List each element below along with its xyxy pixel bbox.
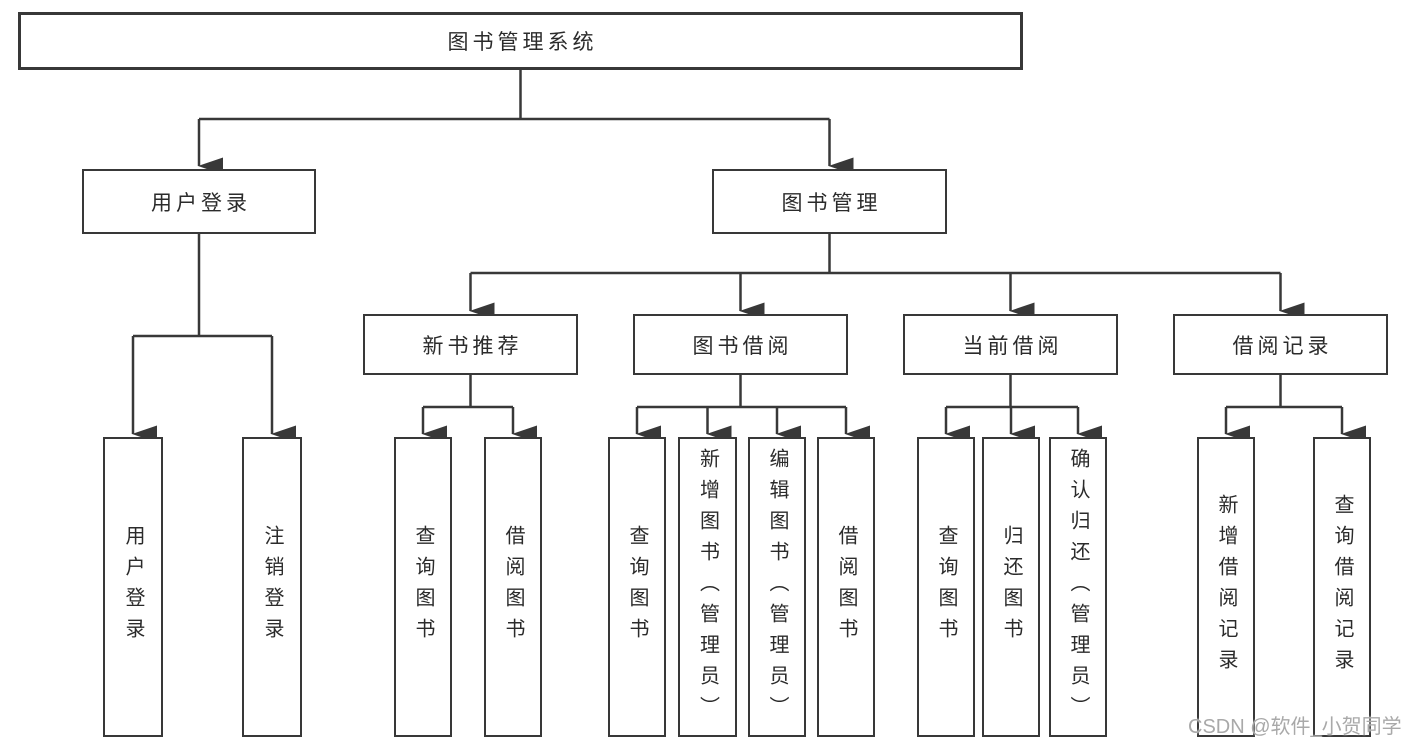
leaf-borrow-books-recommend: 借阅图书 <box>484 437 542 737</box>
node-borrowing-records: 借阅记录 <box>1173 314 1388 375</box>
leaf-query-borrow-record: 查询借阅记录 <box>1313 437 1371 737</box>
node-user-login: 用户登录 <box>82 169 316 234</box>
leaf-borrow-books: 借阅图书 <box>817 437 875 737</box>
leaf-query-books-borrowing: 查询图书 <box>608 437 666 737</box>
leaf-query-books-recommend: 查询图书 <box>394 437 452 737</box>
leaf-user-login: 用户登录 <box>103 437 163 737</box>
edge-bookborrow-trunk <box>637 375 846 409</box>
node-current-borrowing: 当前借阅 <box>903 314 1118 375</box>
edge-currentborrow-trunk <box>946 375 1078 409</box>
leaf-edit-books-admin: 编辑图书（管理员） <box>748 437 806 737</box>
node-new-book-recommendation: 新书推荐 <box>363 314 578 375</box>
edge-userlogin-trunk <box>133 234 272 338</box>
edge-root-trunk <box>199 70 830 121</box>
leaf-add-borrow-record: 新增借阅记录 <box>1197 437 1255 737</box>
leaf-return-books: 归还图书 <box>982 437 1040 737</box>
node-book-borrowing: 图书借阅 <box>633 314 848 375</box>
node-book-management: 图书管理 <box>712 169 947 234</box>
leaf-confirm-return-admin: 确认归还（管理员） <box>1049 437 1107 737</box>
csdn-watermark: CSDN @软件_小贺同学 <box>1188 716 1402 738</box>
edge-records-trunk <box>1226 375 1342 409</box>
leaf-add-books-admin: 新增图书（管理员） <box>678 437 737 737</box>
leaf-logout: 注销登录 <box>242 437 302 737</box>
leaf-query-books-current: 查询图书 <box>917 437 975 737</box>
edge-newbookrec-trunk <box>423 375 513 409</box>
edge-bookmgmt-trunk <box>470 234 1281 275</box>
node-library-management-system: 图书管理系统 <box>18 12 1023 70</box>
